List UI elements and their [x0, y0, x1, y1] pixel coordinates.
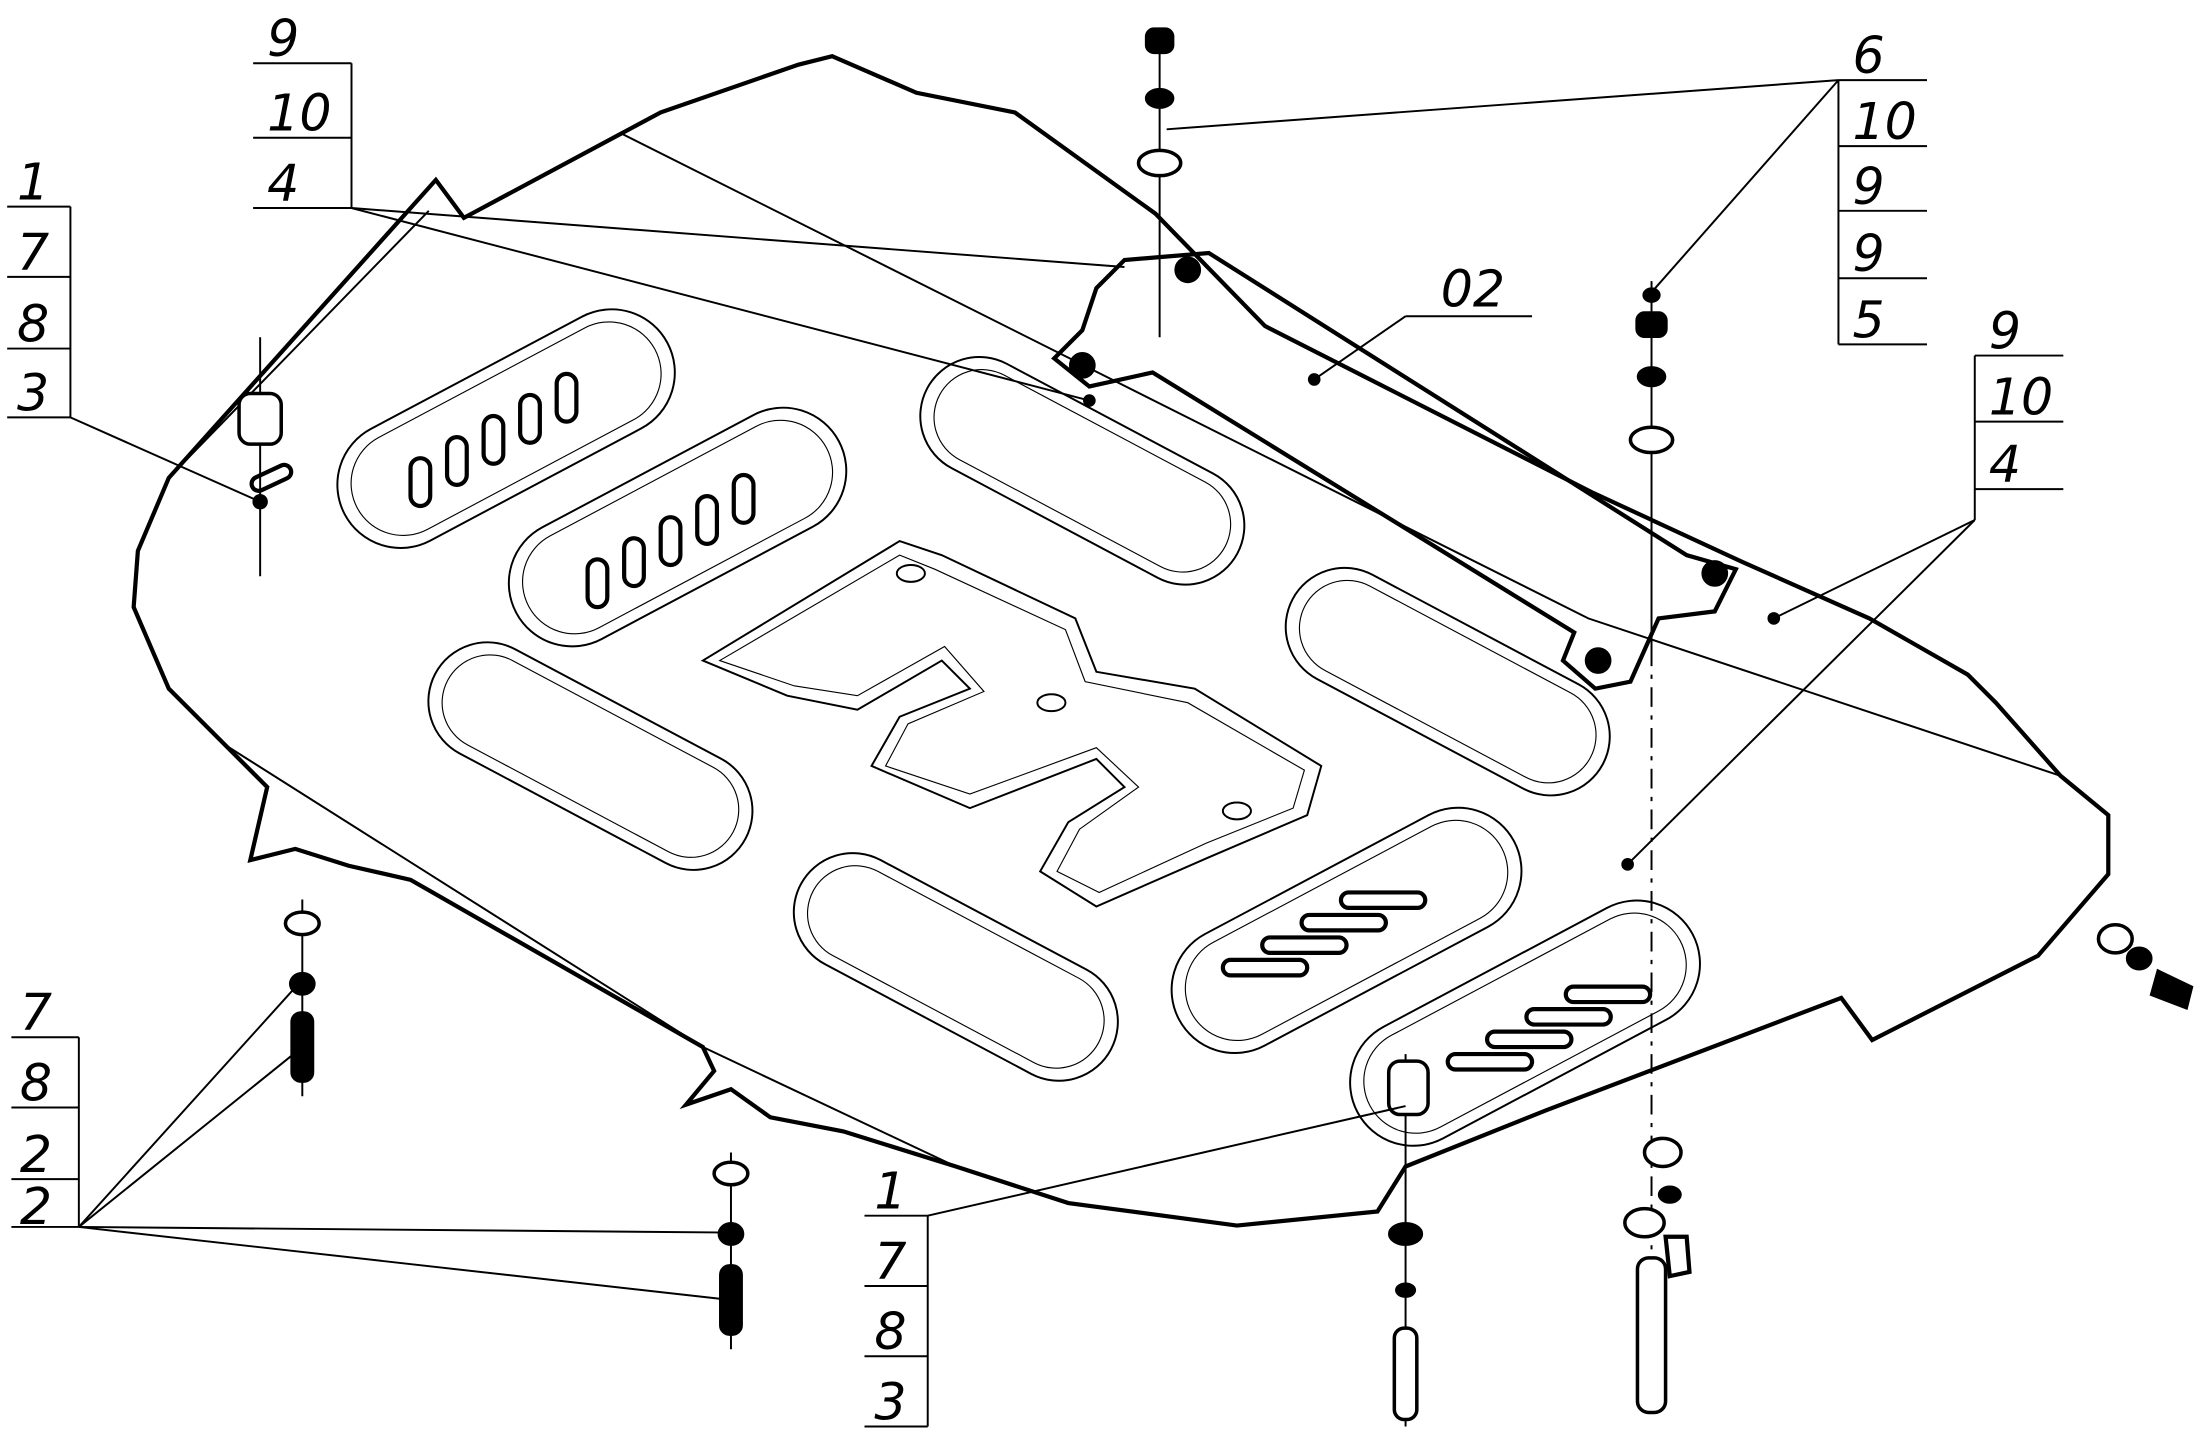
drain-hole [895, 563, 926, 583]
callout-label: 8 [874, 1302, 906, 1361]
fastener-stack-right [1623, 281, 1692, 1420]
plate-edge-line [620, 132, 2061, 777]
callout-label: 2 [20, 1125, 52, 1184]
callout-bottom-center: 1 7 8 3 [864, 1162, 929, 1431]
vent-holes [408, 371, 1653, 1072]
callout-label: 7 [20, 983, 52, 1042]
callout-left: 1 7 8 3 [7, 153, 72, 422]
callout-label: 8 [20, 1053, 52, 1112]
leader-lines [70, 79, 1976, 1302]
fastener-stack-top [1136, 27, 1183, 338]
callout-label: 1 [874, 1162, 906, 1221]
callout-label: 2 [20, 1177, 52, 1236]
fastener-stack-side-right [2096, 923, 2194, 1011]
bracket-bolt-hole [1584, 647, 1612, 674]
fastener-stack-bottom-center-left [712, 1152, 750, 1350]
callout-top-right: 6 10 9 9 5 [1837, 26, 1927, 349]
slot [1170, 806, 1523, 1055]
callout-bottom-left: 7 8 2 2 [11, 983, 80, 1236]
callout-label: 9 [1853, 157, 1885, 216]
plate-edge-line [224, 744, 957, 1168]
callout-label: 5 [1853, 290, 1885, 349]
callout-label: 4 [1989, 435, 2021, 494]
bracket-bolt-hole [1174, 256, 1202, 284]
callout-label: 1 [17, 153, 49, 212]
callout-label: 9 [267, 9, 299, 68]
callout-label: 4 [267, 154, 299, 213]
callout-label: 7 [874, 1232, 906, 1291]
slot [1284, 566, 1611, 797]
slot [919, 356, 1246, 586]
callout-top-left: 9 10 4 [253, 9, 353, 213]
callout-label: 9 [1853, 224, 1885, 283]
stamped-slots [336, 308, 1701, 1147]
plate-edge-line [168, 210, 430, 479]
leader-dot [1767, 612, 1781, 625]
bracket-bolt-hole [1068, 352, 1096, 379]
callout-label: 8 [17, 295, 49, 354]
leader-dot [1307, 373, 1321, 386]
bracket-label: 02 [1441, 259, 1505, 318]
callout-label: 7 [17, 223, 49, 282]
drain-hole [1221, 801, 1252, 821]
callout-label: 3 [17, 363, 49, 422]
callout-label: 10 [1989, 368, 2053, 427]
fastener-stack-bottom-left [283, 899, 321, 1097]
center-stamping [700, 540, 1323, 908]
callout-label: 6 [1853, 26, 1885, 85]
callout-label: 3 [874, 1372, 906, 1431]
center-stamping-inner [718, 554, 1306, 894]
bracket-bolt-hole [1701, 560, 1729, 587]
callout-right: 9 10 4 [1973, 302, 2064, 521]
fastener-stack-left [237, 337, 294, 577]
callout-label: 10 [267, 84, 331, 143]
drain-hole [1036, 693, 1067, 713]
slot [336, 308, 676, 549]
bracket-02 [1051, 250, 1739, 691]
slot [792, 852, 1119, 1082]
callout-label: 10 [1853, 92, 1917, 151]
leader-dot [1083, 394, 1096, 407]
leader-dot [1621, 858, 1634, 871]
slot [507, 406, 848, 648]
fastener-stack-bottom-center-right [1386, 1054, 1430, 1427]
callout-label: 9 [1989, 302, 2021, 361]
slot [427, 641, 754, 871]
slot [1349, 899, 1701, 1147]
skid-plate-outline [131, 53, 2111, 1228]
